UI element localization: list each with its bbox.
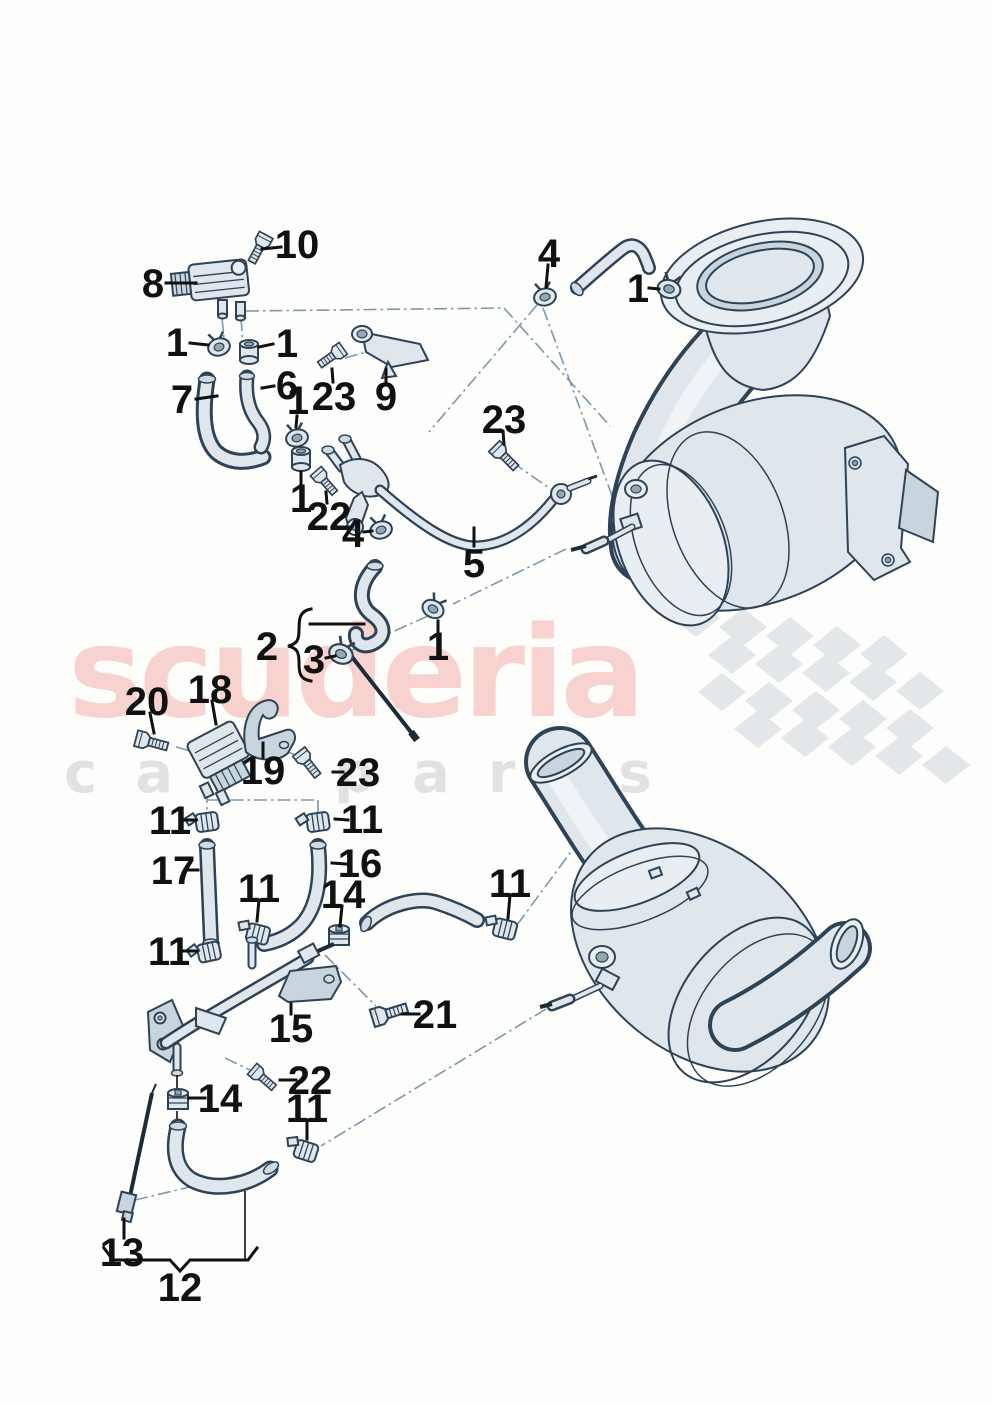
hose-middle <box>359 892 485 933</box>
hose-2 <box>347 559 391 654</box>
checker-cell <box>849 663 897 701</box>
checker-cell <box>792 691 840 729</box>
callout-23-c: 23 <box>336 751 381 795</box>
checker-cell <box>766 617 814 655</box>
checker-cell <box>802 654 850 692</box>
callout-1-f: 1 <box>427 625 449 669</box>
callout-1-a: 1 <box>166 321 188 365</box>
checker-cell <box>828 728 876 766</box>
bracket-19 <box>243 699 296 761</box>
brace-group-12 <box>101 1191 260 1274</box>
callout-22-a: 22 <box>307 495 352 539</box>
bracket-9 <box>351 325 430 380</box>
callout-18: 18 <box>188 668 233 712</box>
valve-18 <box>186 720 252 807</box>
screw-23-b <box>487 439 523 475</box>
callout-labels: 10 8 1 1 6 7 23 9 4 1 23 1 1 22 4 5 2 3 … <box>100 223 649 1310</box>
catalytic-converter-top <box>570 217 940 627</box>
checker-cell <box>734 710 782 748</box>
catalytic-converter-bottom <box>524 726 872 1087</box>
bushing-1-e <box>291 446 311 472</box>
callout-5: 5 <box>463 542 485 586</box>
callout-10: 10 <box>275 223 320 267</box>
grommet-14-a <box>328 924 350 946</box>
cable-tie-13 <box>115 1083 157 1224</box>
callout-1-c: 1 <box>627 267 649 311</box>
callout-19: 19 <box>241 749 286 793</box>
checker-cell <box>922 746 970 784</box>
callout-11-e: 11 <box>148 930 190 974</box>
clamp-11-f <box>281 1133 321 1164</box>
hose-6 <box>238 369 272 455</box>
callout-9: 9 <box>375 375 397 419</box>
oxygen-sensor-boss <box>570 512 643 555</box>
converter-bracket <box>843 434 940 582</box>
pipe-assembly-12 <box>146 936 335 1077</box>
callout-11-a: 11 <box>149 799 191 843</box>
hose-16 <box>256 838 328 952</box>
callout-1-b: 1 <box>276 322 298 366</box>
clamp-4-top <box>529 278 559 309</box>
callout-2: 2 <box>256 625 278 669</box>
callout-22-b: 22 <box>288 1059 333 1103</box>
callout-14-b: 14 <box>198 1077 243 1121</box>
checker-cell <box>745 682 793 720</box>
checker-cell <box>839 700 887 738</box>
callout-1-d: 1 <box>287 379 309 423</box>
callout-7: 7 <box>171 378 193 422</box>
grommet-14-b <box>167 1088 189 1110</box>
checker-cell <box>896 672 944 710</box>
callout-23-b: 23 <box>482 398 527 442</box>
callout-13: 13 <box>100 1231 145 1275</box>
callout-15: 15 <box>269 1007 314 1051</box>
clamp-4-b <box>365 511 396 543</box>
bracket-15 <box>277 964 343 1004</box>
clamp-11-b <box>293 808 332 835</box>
oxygen-sensor-boss <box>539 967 621 1012</box>
callout-20: 20 <box>125 680 170 724</box>
callout-16: 16 <box>338 842 383 886</box>
checker-cell <box>698 673 746 711</box>
checker-cell <box>813 626 861 664</box>
hose-12 <box>166 1118 280 1195</box>
callout-23-a: 23 <box>312 375 357 419</box>
hose-4-group <box>570 238 656 297</box>
callout-4-b: 4 <box>342 512 365 556</box>
callout-6: 6 <box>276 364 298 408</box>
checker-cell <box>755 645 803 683</box>
brace-group-2 <box>287 607 366 683</box>
checker-cell <box>860 635 908 673</box>
clamp-11-d <box>480 912 520 942</box>
callout-14-a: 14 <box>321 873 366 917</box>
callout-21: 21 <box>413 993 458 1037</box>
screw-22-b <box>246 1062 280 1094</box>
checkered-flag-graphic <box>672 599 970 784</box>
callout-12: 12 <box>158 1266 203 1310</box>
screw-23-a <box>314 341 349 372</box>
callout-11-f: 11 <box>286 1087 328 1131</box>
callout-4-a: 4 <box>538 232 561 276</box>
hose-7 <box>195 371 272 470</box>
checker-cell <box>781 719 829 757</box>
checker-cell <box>708 636 756 674</box>
callout-3: 3 <box>303 638 325 682</box>
pressure-sensor-8 <box>169 258 251 322</box>
callout-11-b: 11 <box>341 798 383 842</box>
checker-cell <box>875 737 923 775</box>
checker-cell <box>886 709 934 747</box>
callout-17: 17 <box>151 849 196 893</box>
callout-leaders <box>122 245 661 1240</box>
bushing-1-b <box>239 339 259 365</box>
checker-cell <box>719 608 767 646</box>
callout-1-e: 1 <box>290 477 312 521</box>
callout-11-d: 11 <box>489 862 531 906</box>
callout-8: 8 <box>142 262 164 306</box>
callout-11-c: 11 <box>238 867 280 911</box>
hose-17 <box>198 838 220 950</box>
rod-2-group <box>343 646 416 738</box>
